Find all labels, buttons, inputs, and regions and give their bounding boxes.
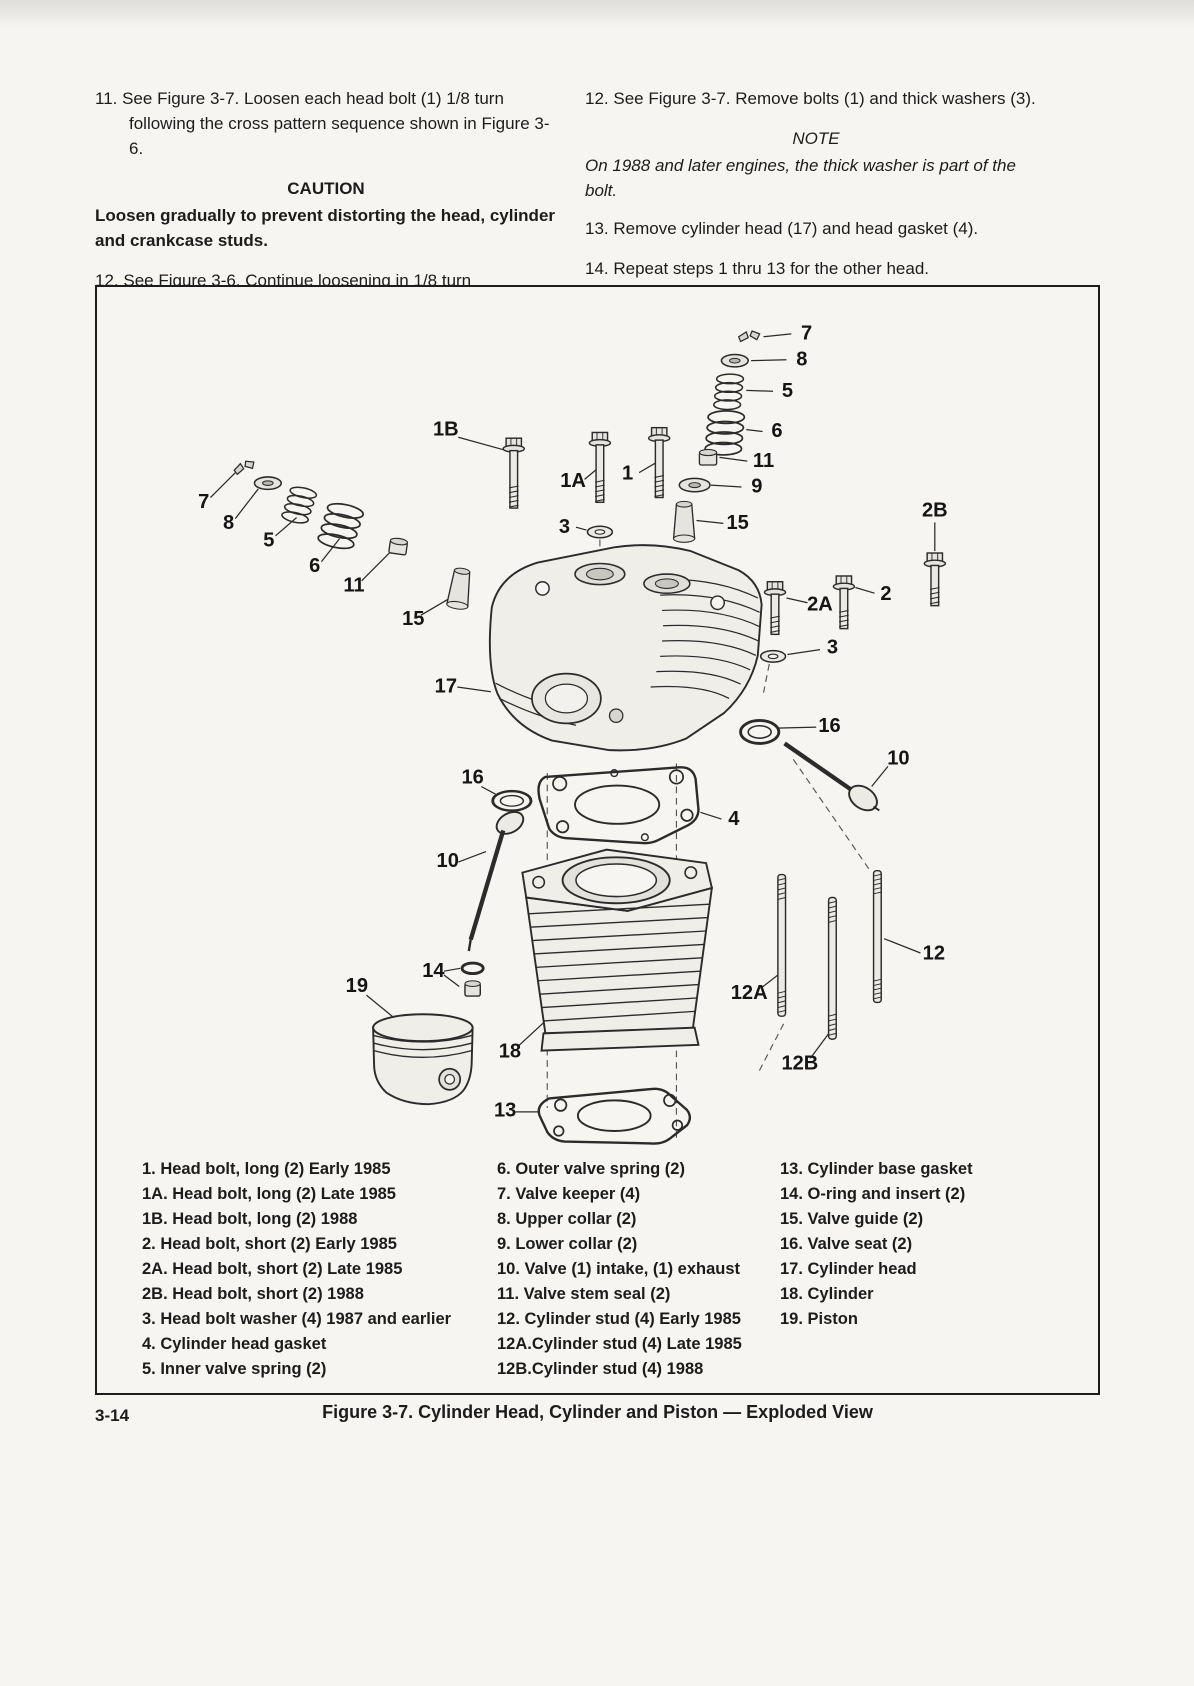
callout-17: 17 [435, 676, 457, 698]
legend-item: 5. Inner valve spring (2) [142, 1360, 327, 1378]
callout-15-right: 15 [727, 512, 749, 534]
legend-item: 10. Valve (1) intake, (1) exhaust [497, 1260, 741, 1278]
valve-right-shape [783, 741, 880, 812]
legend-item: 2. Head bolt, short (2) Early 1985 [142, 1235, 397, 1253]
legend-item: 17. Cylinder head [780, 1260, 917, 1278]
callout-10-right: 10 [887, 747, 909, 769]
callout-11-left: 11 [343, 574, 364, 596]
callout-6-left: 6 [309, 555, 320, 577]
callout-10-left: 10 [437, 850, 459, 872]
step-12-right: 12. See Figure 3-7. Remove bolts (1) and… [585, 89, 1036, 108]
callout-4: 4 [728, 808, 740, 830]
piston-shape [372, 1013, 474, 1106]
legend-item: 1A. Head bolt, long (2) Late 1985 [142, 1185, 396, 1203]
page-number: 3-14 [95, 1406, 130, 1425]
cylinder-studs [777, 869, 882, 1040]
step-13: 13. Remove cylinder head (17) and head g… [585, 219, 979, 238]
callout-7-right: 7 [801, 323, 812, 345]
callout-labels: 7 8 5 6 11 9 15 7 8 5 6 11 15 1B 1A 1 3 … [198, 323, 947, 1122]
legend-item: 1. Head bolt, long (2) Early 1985 [142, 1160, 391, 1178]
callout-1B: 1B [433, 418, 459, 440]
legend-item: 9. Lower collar (2) [497, 1235, 638, 1253]
right-column: 12. See Figure 3-7. Remove bolts (1) and… [585, 86, 1047, 333]
legend-item: 12B.Cylinder stud (4) 1988 [497, 1360, 704, 1378]
base-gasket-shape [537, 1087, 692, 1145]
exploded-view-diagram: 7 8 5 6 11 9 15 7 8 5 6 11 15 1B 1A 1 3 … [198, 323, 948, 1145]
callout-16-left: 16 [461, 767, 483, 789]
callout-14: 14 [422, 960, 445, 982]
legend-item: 1B. Head bolt, long (2) 1988 [142, 1210, 358, 1228]
callout-1: 1 [622, 462, 633, 484]
legend-item: 14. O-ring and insert (2) [780, 1185, 966, 1203]
page-footer: 3-14 Figure 3-7. Cylinder Head, Cylinder… [95, 1399, 1100, 1425]
callout-7-left: 7 [198, 491, 209, 513]
callout-12: 12 [923, 943, 945, 965]
legend-item: 15. Valve guide (2) [780, 1210, 924, 1228]
step-11: 11. See Figure 3-7. Loosen each head bol… [95, 89, 550, 158]
legend-item: 19. Piston [780, 1310, 858, 1328]
valve-seat-left-shape [491, 789, 533, 813]
legend-column-2: 6. Outer valve spring (2) 7. Valve keepe… [497, 1157, 780, 1382]
callout-8-left: 8 [223, 512, 234, 534]
callout-leader-lines [209, 333, 936, 1113]
legend-item: 4. Cylinder head gasket [142, 1335, 327, 1353]
figure-box: 7 8 5 6 11 9 15 7 8 5 6 11 15 1B 1A 1 3 … [95, 285, 1100, 1395]
valve-seat-right-shape [739, 719, 781, 745]
callout-13: 13 [494, 1100, 516, 1122]
legend-item: 13. Cylinder base gasket [780, 1160, 973, 1178]
valve-left-shape [467, 810, 525, 952]
legend-item: 16. Valve seat (2) [780, 1235, 913, 1253]
legend-column-1: 1. Head bolt, long (2) Early 1985 1A. He… [142, 1157, 497, 1382]
head-gasket-shape [537, 766, 700, 845]
callout-16-right: 16 [818, 715, 840, 737]
legend-column-3: 13. Cylinder base gasket 14. O-ring and … [780, 1157, 1030, 1382]
parts-legend: 1. Head bolt, long (2) Early 1985 1A. He… [97, 1153, 1098, 1382]
legend-item: 2A. Head bolt, short (2) Late 1985 [142, 1260, 403, 1278]
callout-8-right: 8 [796, 348, 807, 370]
step-14: 14. Repeat steps 1 thru 13 for the other… [585, 259, 930, 278]
cylinder-head-shape [488, 544, 763, 752]
caution-heading: CAUTION [287, 179, 365, 198]
caution-text: Loosen gradually to prevent distorting t… [95, 206, 556, 250]
callout-12B: 12B [781, 1053, 818, 1075]
oring-insert-shape [460, 961, 485, 997]
note-text: On 1988 and later engines, the thick was… [585, 156, 1016, 200]
legend-item: 18. Cylinder [780, 1285, 874, 1303]
legend-item: 12. Cylinder stud (4) Early 1985 [497, 1310, 741, 1328]
legend-item: 7. Valve keeper (4) [497, 1185, 641, 1203]
callout-3-right: 3 [827, 636, 838, 658]
callout-3-left: 3 [559, 516, 570, 538]
callout-18: 18 [499, 1040, 521, 1062]
callout-2A: 2A [807, 593, 833, 615]
callout-12A: 12A [731, 982, 768, 1004]
callout-15-left: 15 [402, 608, 424, 630]
callout-19: 19 [346, 975, 368, 997]
note-heading: NOTE [792, 129, 840, 148]
callout-2: 2 [880, 583, 891, 605]
callout-1A: 1A [560, 470, 586, 492]
callout-11-right: 11 [753, 450, 774, 472]
legend-item: 12A.Cylinder stud (4) Late 1985 [497, 1335, 742, 1353]
legend-item: 2B. Head bolt, short (2) 1988 [142, 1285, 364, 1303]
legend-item: 6. Outer valve spring (2) [497, 1160, 685, 1178]
callout-2B: 2B [922, 500, 948, 522]
scan-edge-shading [0, 0, 1194, 30]
callout-5-right: 5 [782, 380, 793, 402]
legend-item: 11. Valve stem seal (2) [497, 1285, 671, 1303]
valve-stack-right [672, 330, 761, 543]
figure-caption: Figure 3-7. Cylinder Head, Cylinder and … [322, 1402, 873, 1422]
legend-item: 3. Head bolt washer (4) 1987 and earlier [142, 1310, 452, 1328]
legend-item: 8. Upper collar (2) [497, 1210, 637, 1228]
cylinder-shape [521, 848, 713, 1052]
callout-6-right: 6 [771, 420, 782, 442]
callout-9: 9 [751, 476, 762, 498]
callout-5-left: 5 [263, 529, 274, 551]
